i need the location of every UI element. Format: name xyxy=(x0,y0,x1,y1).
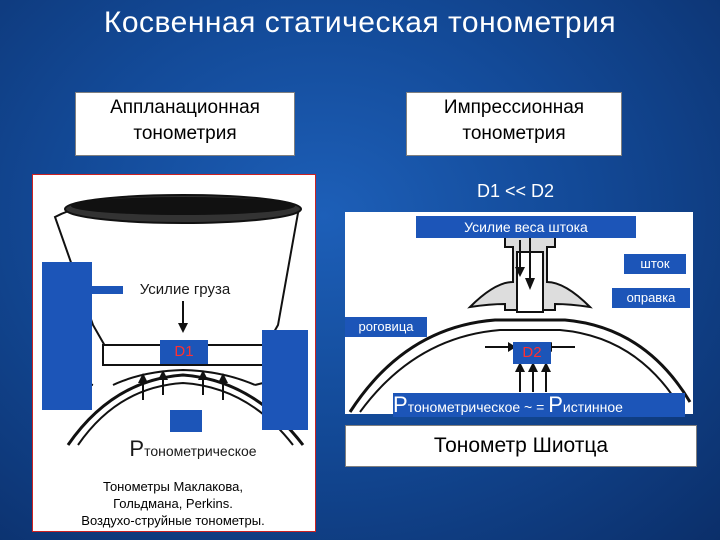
p-letter: P xyxy=(393,392,408,417)
left-blue-bar xyxy=(90,286,126,294)
rod-label: шток xyxy=(624,254,686,274)
impression-box: Импрессионная тонометрия xyxy=(406,92,622,156)
p-letter: P xyxy=(129,436,145,461)
slide-title: Косвенная статическая тонометрия xyxy=(103,6,617,39)
cornea-label: роговица xyxy=(345,317,427,337)
left-blue-block xyxy=(42,262,92,410)
impression-diagram-panel xyxy=(345,212,693,414)
note-line: Тонометры Маклакова, xyxy=(103,479,243,494)
pressure-relation: Pтонометрическое ~ = Pистинное xyxy=(393,393,685,417)
weight-force-label: Усилие груза xyxy=(123,279,247,301)
p-subscript: тонометрическое xyxy=(144,443,257,459)
p-subscript: тонометрическое xyxy=(407,399,521,415)
applanation-label: Аппланационная тонометрия xyxy=(110,97,260,144)
p-subscript: истинное xyxy=(562,399,623,415)
rod-weight-label: Усилие веса штока xyxy=(416,216,636,238)
d2-label: D2 xyxy=(513,342,551,364)
schiotz-tonometer-drawing xyxy=(348,231,692,413)
frame-label: оправка xyxy=(612,288,690,308)
impression-label: Импрессионная тонометрия xyxy=(443,97,585,144)
note-line: Воздухо-струйные тонометры. xyxy=(81,513,265,528)
center-blue-block xyxy=(170,410,202,432)
d-relation: D1 << D2 xyxy=(477,181,555,201)
tonometer-notes: Тонометры Маклакова, Гольдмана, Perkins.… xyxy=(33,474,313,531)
right-blue-block xyxy=(262,330,308,430)
p-tonometric-left: Pтонометрическое xyxy=(115,437,271,461)
p-letter: P xyxy=(548,392,563,417)
applanation-box: Аппланационная тонометрия xyxy=(75,92,295,156)
approx-sign: ~ = xyxy=(524,399,545,415)
schiotz-device-label: Тонометр Шиотца xyxy=(345,425,697,467)
d1-label: D1 xyxy=(160,340,208,364)
note-line: Гольдмана, Perkins. xyxy=(113,496,233,511)
applanation-tonometer-drawing xyxy=(52,194,305,446)
